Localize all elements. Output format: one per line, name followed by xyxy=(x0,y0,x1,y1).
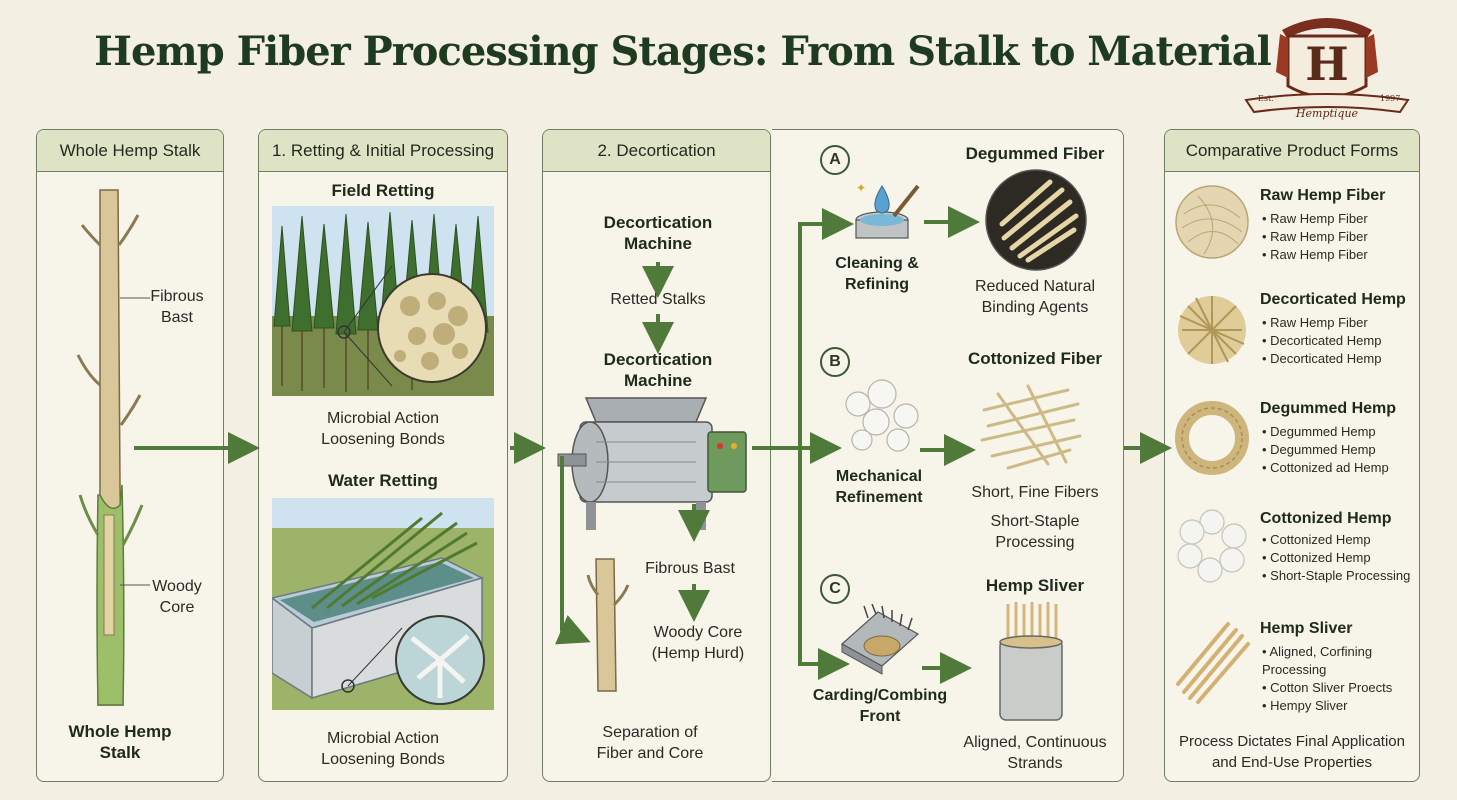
hemp-stalk-illustration xyxy=(76,189,150,706)
arrow-machine-to-stalk xyxy=(554,456,591,645)
panel-product-forms-footer: Process Dictates Final Application and E… xyxy=(1179,733,1405,771)
product-title-0: Raw Hemp Fiber xyxy=(1260,187,1386,204)
mechanical-refinement-label: Mechanical Refinement xyxy=(835,468,923,506)
field-retting-title: Field Retting xyxy=(331,181,435,200)
product-title-1: Decorticated Hemp xyxy=(1260,291,1406,308)
degummed-fiber-title: Degummed Fiber xyxy=(965,144,1105,163)
degummed-hemp-icon xyxy=(1175,401,1249,475)
panel-whole-stalk: Whole Hemp Stalk xyxy=(36,129,224,782)
badge-c: C xyxy=(820,574,850,604)
cottonized-hemp-icon xyxy=(1177,509,1247,583)
water-retting-caption: Microbial Action Loosening Bonds xyxy=(321,730,445,768)
product-item: Degummed Hemp xyxy=(1262,423,1389,441)
carding-combing-icon xyxy=(840,604,920,675)
product-item: Raw Hemp Fiber xyxy=(1262,228,1368,246)
product-title-2: Degummed Hemp xyxy=(1260,400,1397,417)
logo-name: Hemptique xyxy=(1295,107,1359,120)
product-item: Decorticated Hemp xyxy=(1262,332,1381,350)
product-title-3: Cottonized Hemp xyxy=(1260,510,1392,527)
decortication-machine-label-2: Decortication Machine xyxy=(603,350,713,390)
logo-year: 1997 xyxy=(1380,94,1401,103)
product-item: Raw Hemp Fiber xyxy=(1262,314,1381,332)
product-title-4: Hemp Sliver xyxy=(1260,620,1353,637)
product-item: Aligned, Corfining Processing xyxy=(1262,643,1412,679)
retted-stalks-label: Retted Stalks xyxy=(610,291,706,308)
cottonized-fiber-caption-2: Short-Staple Processing xyxy=(990,513,1080,551)
panel-decortication-footer: Separation of Fiber and Core xyxy=(596,724,704,762)
product-item: Cottonized Hemp xyxy=(1262,549,1410,567)
carding-combing-label: Carding/Combing Front xyxy=(812,687,948,725)
product-item: Raw Hemp Fiber xyxy=(1262,246,1368,264)
water-retting-title: Water Retting xyxy=(328,471,438,490)
product-item: Degummed Hemp xyxy=(1262,441,1389,459)
field-retting-illustration xyxy=(272,206,494,396)
product-list-2: Degummed Hemp Degummed Hemp Cottonized a… xyxy=(1262,423,1389,477)
cottonized-fiber-illustration xyxy=(980,384,1082,470)
panel-decortication-header: 2. Decortication xyxy=(543,130,770,172)
cottonized-fiber-title: Cottonized Fiber xyxy=(967,349,1103,368)
cleaning-refining-icon: ✦ xyxy=(855,181,920,239)
arrow-to-cleaning xyxy=(752,208,854,450)
mechanical-refinement-icon xyxy=(845,379,919,452)
panel-whole-stalk-footer: Whole Hemp Stalk xyxy=(68,722,172,762)
arrow-to-carding xyxy=(798,448,850,680)
hemp-sliver-title: Hemp Sliver xyxy=(985,576,1085,595)
label-woody-core: Woody Core xyxy=(152,578,202,616)
woody-core-output-label: Woody Core (Hemp Hurd) xyxy=(651,624,745,662)
product-item: Short-Staple Processing xyxy=(1262,567,1410,585)
raw-hemp-fiber-icon xyxy=(1175,185,1249,259)
degummed-fiber-caption: Reduced Natural Binding Agents xyxy=(974,278,1096,316)
cleaning-refining-label: Cleaning & Refining xyxy=(835,255,919,293)
page-title: Hemp Fiber Processing Stages: From Stalk… xyxy=(94,28,1272,75)
hemp-sliver-product-icon xyxy=(1176,622,1250,704)
product-item: Decorticated Hemp xyxy=(1262,350,1381,368)
decorticated-hemp-icon xyxy=(1178,296,1246,364)
svg-text:✦: ✦ xyxy=(856,181,866,195)
label-fibrous-bast: Fibrous Bast xyxy=(150,288,204,326)
product-item: Cottonized Hemp xyxy=(1262,531,1410,549)
cottonized-fiber-caption-1: Short, Fine Fibers xyxy=(971,484,1099,501)
product-item: Hempy Sliver xyxy=(1262,697,1412,715)
separated-stalk-illustration xyxy=(586,558,630,692)
product-list-4: Aligned, Corfining Processing Cotton Sli… xyxy=(1262,643,1412,715)
product-list-0: Raw Hemp Fiber Raw Hemp Fiber Raw Hemp F… xyxy=(1262,210,1368,264)
hemp-sliver-illustration xyxy=(999,602,1063,721)
decortication-machine-illustration xyxy=(557,397,747,530)
badge-b: B xyxy=(820,347,850,377)
panel-whole-stalk-header: Whole Hemp Stalk xyxy=(37,130,223,172)
product-list-3: Cottonized Hemp Cottonized Hemp Short-St… xyxy=(1262,531,1410,585)
product-item: Cottonized ad Hemp xyxy=(1262,459,1389,477)
field-retting-caption: Microbial Action Loosening Bonds xyxy=(321,410,445,448)
fibrous-bast-output-label: Fibrous Bast xyxy=(645,560,735,577)
brand-logo: H Est. 1997 Hemptique xyxy=(1242,8,1412,126)
badge-a: A xyxy=(820,145,850,175)
product-list-1: Raw Hemp Fiber Decorticated Hemp Decorti… xyxy=(1262,314,1381,368)
panel-product-forms-header: Comparative Product Forms xyxy=(1165,130,1419,172)
degummed-fiber-illustration xyxy=(985,169,1087,271)
panel-retting-header: 1. Retting & Initial Processing xyxy=(259,130,507,172)
product-item: Cotton Sliver Proects xyxy=(1262,679,1412,697)
decortication-machine-label-1: Decortication Machine xyxy=(603,213,713,253)
product-item: Raw Hemp Fiber xyxy=(1262,210,1368,228)
logo-letter: H xyxy=(1305,37,1348,91)
hemp-sliver-caption: Aligned, Continuous Strands xyxy=(963,734,1107,772)
logo-est: Est. xyxy=(1258,94,1274,103)
water-retting-illustration xyxy=(272,498,494,710)
